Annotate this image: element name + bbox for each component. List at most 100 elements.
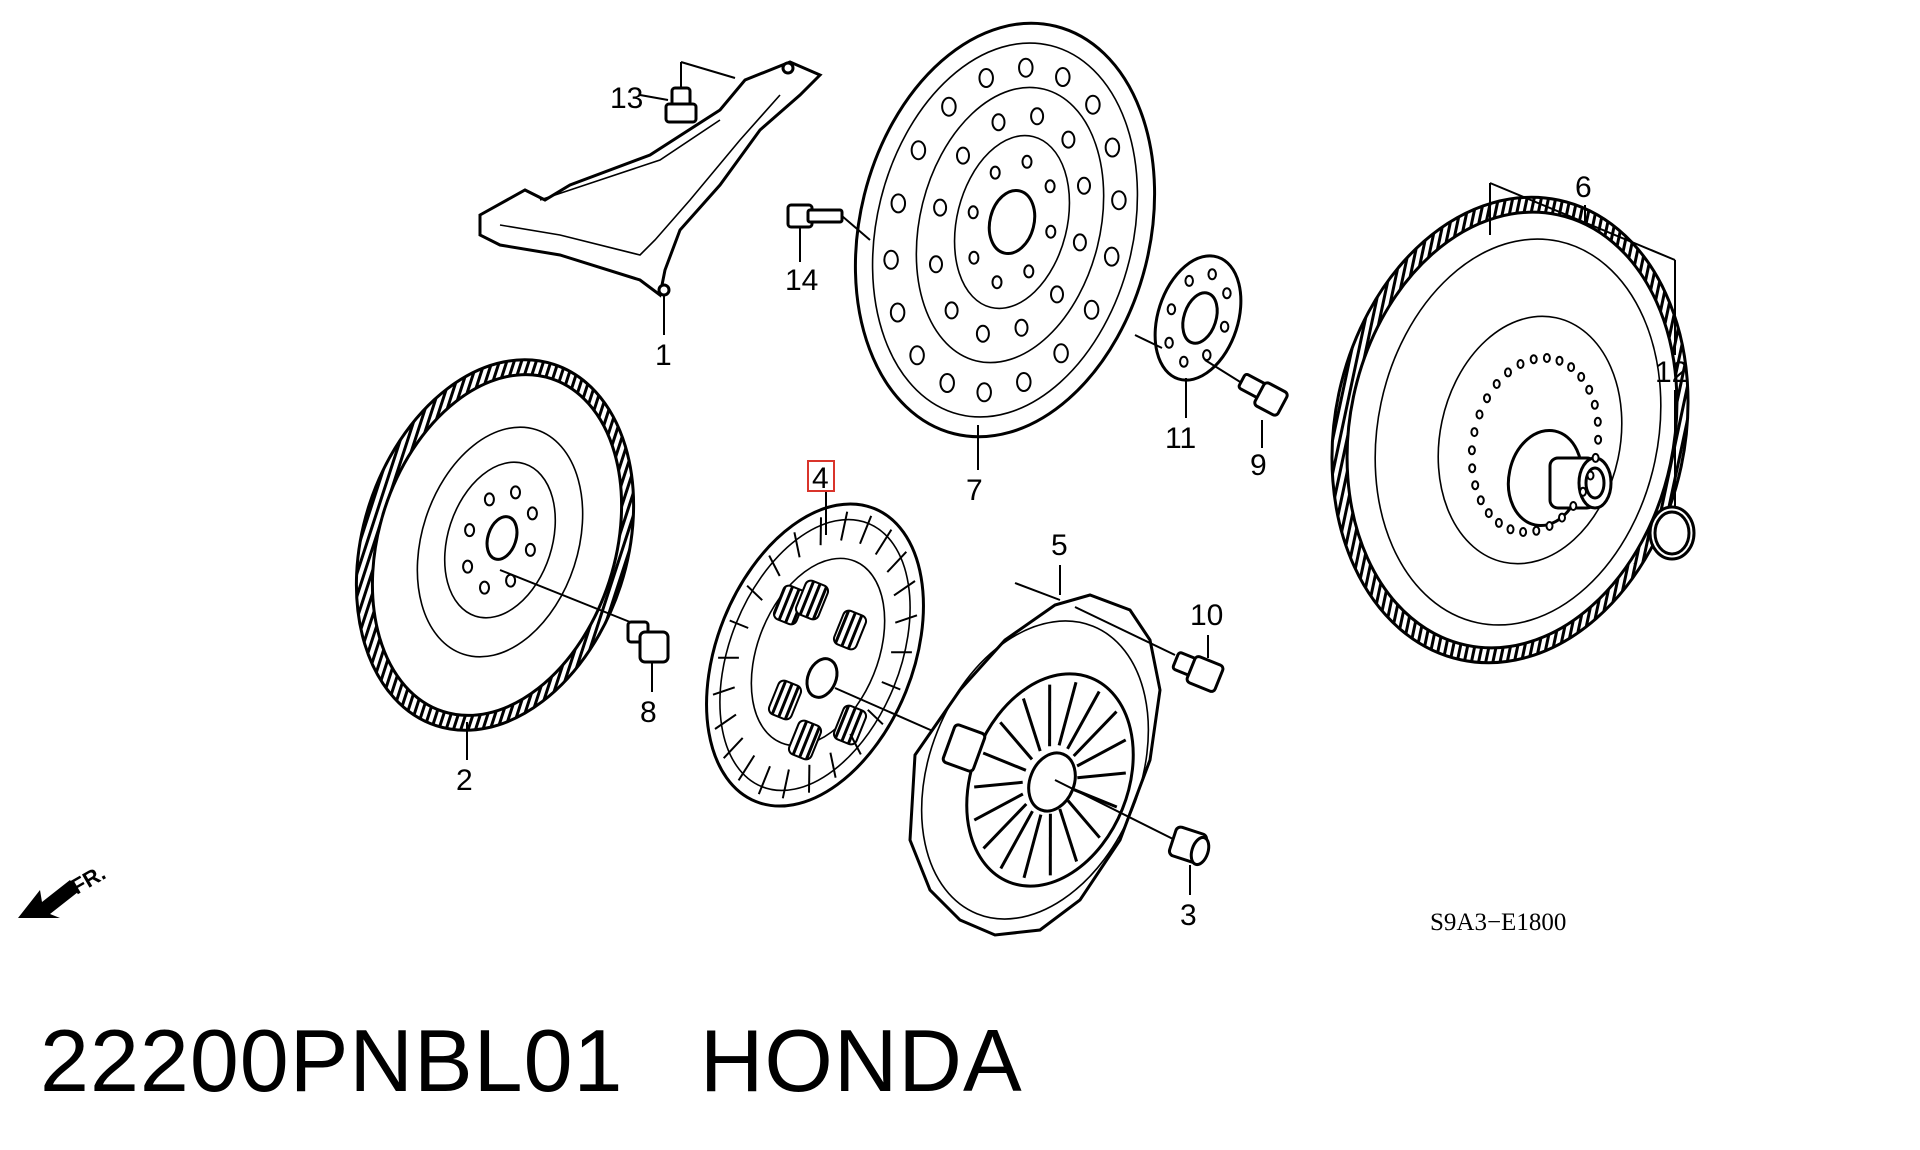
dust-cover-part-1 [478, 60, 823, 335]
drive-plate-hole [989, 165, 1001, 180]
friction-segment-line [793, 532, 801, 558]
converter-vent [1506, 524, 1515, 535]
diaphragm-finger [1076, 738, 1127, 768]
converter-vent [1492, 379, 1501, 389]
diaphragm-finger [1077, 771, 1126, 780]
drive-plate-hole [991, 113, 1006, 132]
converter-vent [1567, 362, 1576, 373]
friction-segment-line [737, 754, 756, 781]
converter-vent [1569, 501, 1578, 511]
diaphragm-finger [1021, 698, 1042, 752]
converter-vent [1494, 517, 1503, 528]
callout-4: 4 [812, 462, 829, 495]
drive-plate-hole [978, 68, 994, 88]
front-direction-arrow: FR. [18, 860, 110, 918]
friction-segment-line [840, 511, 849, 541]
drive-plate-hole [1018, 57, 1034, 78]
drive-plate-hole [967, 205, 979, 220]
washer-hole [1219, 320, 1230, 333]
converter-vent [1593, 416, 1602, 427]
part-number: 22200PNBL01 [40, 1011, 624, 1110]
drive-plate-hole [889, 302, 906, 323]
converter-vent [1594, 434, 1603, 445]
converter-vent [1529, 354, 1538, 365]
drive-plate-hole [939, 373, 955, 393]
converter-vent [1542, 353, 1551, 363]
flywheel-bolt-hole [483, 492, 495, 507]
diaphragm-finger [1066, 690, 1101, 750]
washer-hole [1184, 274, 1194, 287]
callout-6: 6 [1575, 171, 1592, 204]
diaphragm-finger [999, 721, 1034, 761]
diaphragm-finger [982, 802, 1028, 850]
drive-plate-hole [933, 198, 948, 217]
drive-plate-hole [1021, 154, 1033, 169]
drive-plate-hole [941, 96, 957, 117]
drive-plate-hole [1016, 372, 1032, 392]
diaphragm-finger [973, 792, 1024, 822]
callout-9: 9 [1250, 449, 1267, 482]
bolt-part-13 [639, 61, 736, 124]
converter-vent [1476, 495, 1485, 506]
callout-8: 8 [640, 696, 657, 729]
friction-segment-line [867, 709, 884, 726]
flywheel-part-2 [354, 358, 636, 760]
drive-plate-hole [929, 255, 943, 274]
drive-plate-hole [991, 275, 1003, 290]
converter-vent [1484, 508, 1493, 519]
clutch-disc-part-4 [705, 490, 936, 808]
drive-plate-hole [1044, 179, 1056, 194]
drive-plate-hole [944, 301, 959, 320]
pressure-plate-part-5 [908, 565, 1176, 937]
drive-plate-hole [1030, 107, 1045, 126]
callout-4-highlight-box [807, 460, 835, 492]
converter-vent [1519, 527, 1528, 537]
friction-segment-line [714, 713, 737, 730]
flywheel-bolt-hole [524, 542, 536, 557]
flywheel-bolt-hole [464, 523, 476, 538]
damper-spring [832, 704, 868, 746]
converter-vent [1585, 384, 1594, 395]
callout-5: 5 [1051, 529, 1068, 562]
part-number-title: 22200PNBL01 HONDA [40, 1010, 1023, 1112]
drive-plate-hole [1053, 343, 1069, 364]
bolt-part-9 [1204, 359, 1289, 448]
friction-segment-line [712, 686, 736, 696]
friction-segment-line [829, 752, 837, 778]
damper-spring [794, 579, 830, 621]
callout-14: 14 [785, 264, 818, 297]
converter-vent [1591, 452, 1600, 463]
drive-plate-hole [1023, 264, 1035, 279]
friction-segment-line [894, 614, 918, 624]
converter-vent [1579, 486, 1587, 497]
drive-plate-hole [1077, 176, 1091, 195]
drive-plate-part-7 [853, 21, 1157, 470]
damper-spring [832, 609, 868, 651]
drive-plate-hole [1083, 299, 1100, 320]
drive-plate-hole [1072, 233, 1087, 252]
drive-plate-hole [1061, 130, 1076, 149]
converter-vent [1467, 445, 1476, 456]
converter-vent [1545, 521, 1554, 531]
callout-1: 1 [655, 339, 672, 372]
friction-segment-line [768, 555, 781, 577]
washer-hole [1202, 349, 1212, 362]
drive-plate-hole [975, 324, 990, 343]
diaphragm-finger [982, 751, 1027, 772]
converter-vent [1483, 393, 1491, 404]
diaphragm-finger [1066, 799, 1101, 839]
washer-hole [1164, 336, 1174, 349]
callout-13: 13 [610, 82, 643, 115]
drive-plate-hole [890, 193, 907, 214]
drive-plate-hole [968, 250, 980, 265]
drive-plate-hole [1103, 246, 1120, 267]
washer-hole [1222, 287, 1232, 300]
washer-hole [1179, 355, 1189, 368]
converter-vent [1555, 355, 1564, 366]
o-ring-part-12 [1648, 505, 1696, 561]
torque-converter-part-6 [1330, 182, 1690, 665]
converter-vent [1532, 525, 1541, 536]
flywheel-bolt-hole [526, 506, 538, 521]
bolt-part-14 [786, 203, 871, 262]
converter-vent [1504, 367, 1512, 378]
